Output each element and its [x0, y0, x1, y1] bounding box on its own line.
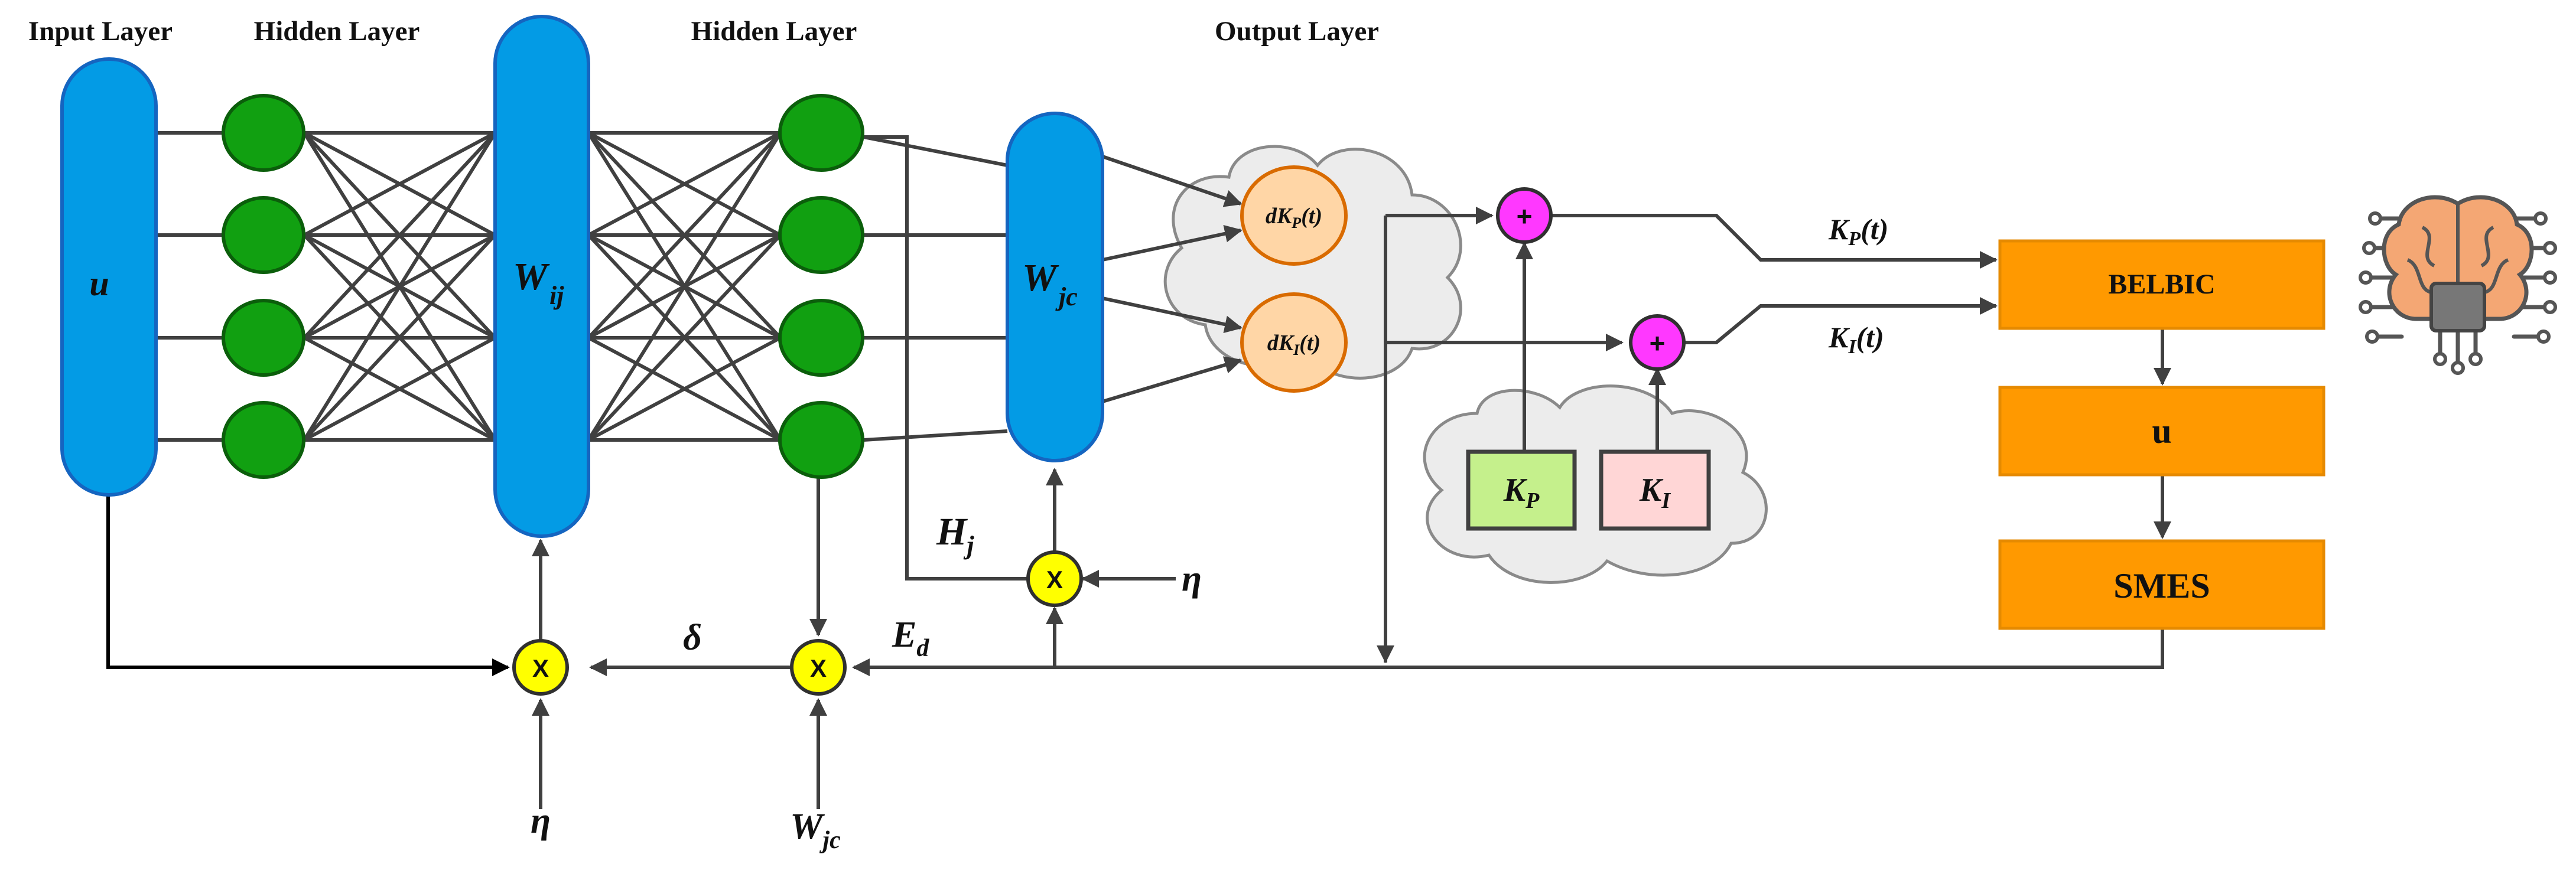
wij-main: W — [513, 255, 550, 298]
smes-feedback-line — [852, 628, 2164, 676]
hj-feedback-line — [864, 135, 1029, 581]
neuron — [778, 94, 864, 172]
ki-t-label: KI(t) — [1828, 321, 1884, 358]
hidden-layer-1-title: Hidden Layer — [254, 16, 420, 47]
hidden2-to-wjc-connections — [863, 135, 1008, 442]
gain-cloud — [1423, 384, 1768, 584]
eta-bottom-label: η — [531, 801, 551, 841]
wjc-bottom-label: Wjc — [790, 807, 841, 854]
neuron — [222, 401, 305, 479]
summer-kp-symbol: + — [1517, 201, 1533, 231]
neuron — [778, 401, 864, 479]
summer-kp — [1496, 187, 1553, 244]
wij-to-hidden2-connections — [587, 131, 782, 442]
wij-pill — [493, 15, 590, 538]
multiplier-wjc — [1026, 550, 1083, 607]
multiplier-ed-symbol: X — [810, 654, 827, 682]
input-layer-title: Input Layer — [28, 16, 173, 47]
u-block — [1998, 386, 2325, 477]
neuron — [222, 299, 305, 377]
input-symbol: u — [89, 264, 109, 303]
wjc-label: W jc — [1022, 256, 1078, 311]
multiplier-ed — [790, 639, 847, 696]
belbic-block — [1998, 239, 2325, 330]
neuron — [222, 196, 305, 274]
neuron — [778, 196, 864, 274]
ki-t-line — [1684, 297, 1998, 344]
input-feed-line — [106, 495, 510, 676]
smes-label: SMES — [2113, 566, 2210, 605]
wij-sub: ij — [549, 281, 564, 310]
delta-label: δ — [683, 618, 702, 658]
wij-label: W ij — [513, 255, 564, 310]
ki-gain-label: KI — [1639, 472, 1671, 513]
wjc-sub: jc — [1055, 282, 1078, 311]
hidden-layer-2-title: Hidden Layer — [691, 16, 857, 47]
u-block-label: u — [2152, 412, 2171, 451]
eta-right-label: η — [1182, 559, 1202, 599]
neuron — [778, 299, 864, 377]
input-connections — [156, 131, 223, 442]
kp-gain-box — [1466, 449, 1577, 531]
dki-output-node — [1240, 292, 1348, 393]
ed-label: Ed — [892, 615, 929, 662]
wjc-to-output-connections — [1102, 155, 1243, 403]
neuron — [222, 94, 305, 172]
kp-gain-label: KP — [1503, 472, 1540, 513]
hj-label: Hj — [936, 510, 974, 560]
wjc-pill — [1006, 112, 1104, 462]
dkp-label: dKP(t) — [1266, 204, 1322, 231]
dkp-output-node — [1240, 165, 1348, 266]
ki-gain-box — [1599, 449, 1711, 531]
wjc-main: W — [1022, 256, 1059, 299]
dki-label: dKI(t) — [1267, 331, 1320, 358]
input-pill — [60, 57, 158, 497]
hidden-layer-1-neurons — [222, 94, 305, 479]
summer-ki — [1629, 314, 1686, 371]
multiplier-wij — [512, 639, 569, 696]
kp-t-label: KP(t) — [1828, 213, 1888, 250]
output-layer-title: Output Layer — [1215, 16, 1379, 47]
kp-t-line — [1551, 214, 1998, 269]
smes-block — [1998, 539, 2325, 630]
summer-ki-symbol: + — [1650, 328, 1666, 358]
hidden1-to-wij-connections — [303, 131, 497, 442]
brain-ai-icon — [2359, 195, 2557, 375]
multiplier-wjc-symbol: X — [1046, 566, 1063, 593]
multiplier-wij-symbol: X — [532, 654, 549, 682]
belbic-label: BELBIC — [2108, 269, 2215, 300]
hidden-layer-2-neurons — [778, 94, 864, 479]
